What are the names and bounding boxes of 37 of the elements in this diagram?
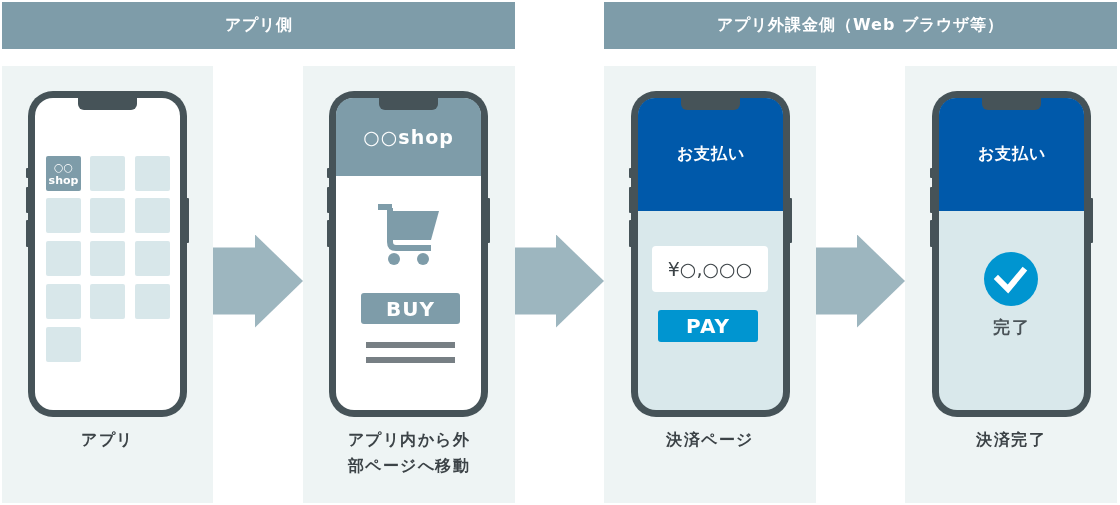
- blank-app-icon: [90, 156, 125, 191]
- smartphone: [26, 91, 189, 417]
- smartphone: [930, 91, 1093, 417]
- status-label: 完了: [993, 316, 1030, 339]
- screen-header: お支払い: [638, 98, 783, 211]
- smartphone: [629, 91, 792, 417]
- blank-app-icon: [46, 327, 81, 362]
- step-panel: [2, 66, 213, 503]
- blank-app-icon: [135, 241, 170, 276]
- blank-app-icon: [90, 198, 125, 233]
- section-header: アプリ外課金側（Web ブラウザ等）: [604, 2, 1117, 49]
- amount-field: ¥○,○○○: [652, 246, 768, 292]
- blank-app-icon: [46, 284, 81, 319]
- screen-header: ○○shop: [336, 98, 481, 176]
- flow-arrow: [816, 234, 905, 328]
- step-caption: 決済完了: [976, 429, 1046, 451]
- blank-app-icon: [135, 198, 170, 233]
- blank-app-icon: [46, 198, 81, 233]
- action-button: BUY: [361, 293, 460, 324]
- screen-header: お支払い: [939, 98, 1084, 211]
- smartphone: [327, 91, 490, 417]
- step-caption: アプリ: [81, 429, 134, 451]
- blank-app-icon: [46, 241, 81, 276]
- blank-app-icon: [135, 156, 170, 191]
- step-caption: 決済ページ: [666, 429, 754, 451]
- blank-app-icon: [90, 284, 125, 319]
- flow-arrow: [515, 234, 604, 328]
- blank-app-icon: [135, 284, 170, 319]
- step-panel: [303, 66, 515, 503]
- section-header: アプリ側: [2, 2, 515, 49]
- step-panel: [905, 66, 1117, 503]
- action-button: PAY: [658, 310, 758, 342]
- flow-arrow: [213, 234, 303, 328]
- blank-app-icon: [90, 241, 125, 276]
- app-icon: ○○ shop: [46, 156, 81, 191]
- step-panel: [604, 66, 816, 503]
- step-caption: アプリ内から外部ページへ移動: [346, 429, 472, 477]
